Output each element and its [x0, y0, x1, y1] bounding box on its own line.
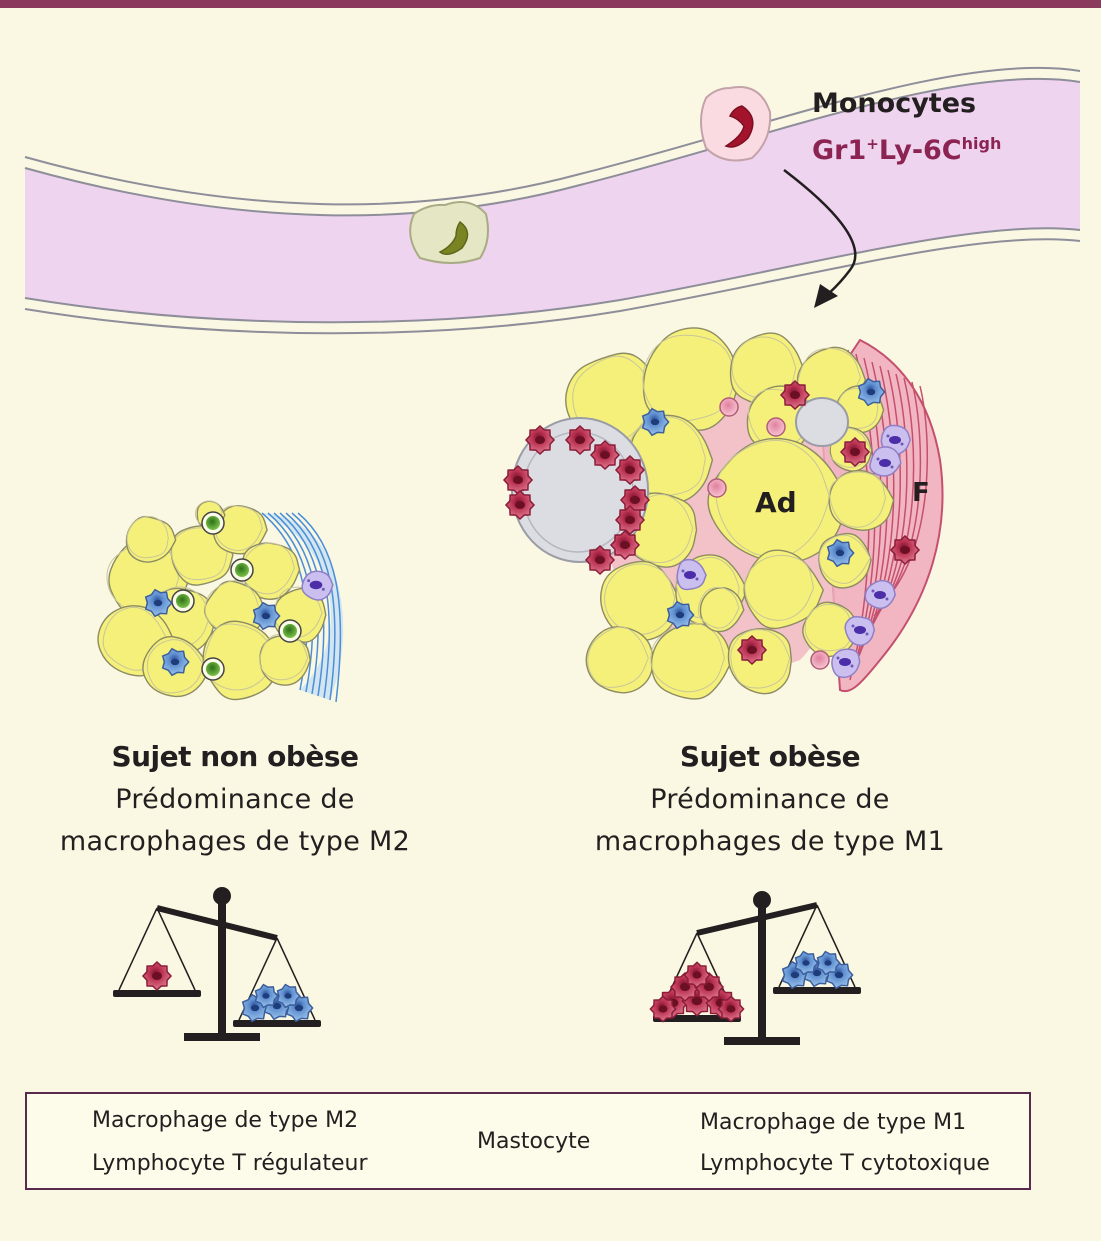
cytotoxic-lymphocyte-icon: [766, 417, 786, 437]
marker-sup: high: [961, 134, 1002, 153]
caption-right-title: Sujet obèse: [679, 740, 861, 773]
legend-item-mast: Mastocyte: [477, 1129, 590, 1154]
arrow-head: [814, 284, 838, 308]
legend-label-treg: Lymphocyte T régulateur: [92, 1151, 368, 1176]
legend-label-tcyto: Lymphocyte T cytotoxique: [700, 1151, 990, 1176]
cytotoxic-lymphocyte-icon: [719, 397, 739, 417]
monocyte-icon: [409, 201, 489, 264]
monocyte-marker-label: Gr1+Ly-6Chigh: [812, 134, 1001, 166]
blood-vessel: [24, 66, 1081, 335]
adipocyte-shape: [125, 515, 177, 563]
marker-mid: Ly-6C: [878, 135, 962, 166]
legend-label-m2: Macrophage de type M2: [92, 1108, 359, 1133]
legend-item-tcyto: Lymphocyte T cytotoxique: [700, 1151, 990, 1176]
legend-label-mast: Mastocyte: [477, 1129, 591, 1154]
caption-right-line1: Prédominance de: [650, 784, 890, 815]
obese-adipose-tissue: [502, 327, 944, 700]
marker-prefix: Gr1: [812, 135, 867, 166]
dying-adipocyte: [795, 397, 849, 447]
adipocyte-shape: [802, 601, 859, 658]
lean-adipose-tissue: [97, 500, 344, 703]
adipocyte-shape: [699, 587, 745, 633]
legend-item-treg: Lymphocyte T régulateur: [92, 1151, 368, 1176]
marker-prefix-sup: +: [866, 135, 879, 153]
adipocyte-shape: [585, 626, 655, 694]
cytotoxic-lymphocyte-icon: [810, 650, 830, 670]
balance-scale-right: [649, 891, 861, 1045]
monocytes-label: Monocytes: [812, 88, 977, 119]
monocyte-icon: [700, 86, 772, 162]
adipocyte-shape: [600, 560, 681, 642]
balance-scale-left: [113, 887, 321, 1041]
legend: [25, 1092, 1031, 1190]
legend-item-m2: Macrophage de type M2: [92, 1108, 358, 1133]
adipocyte-shape: [650, 622, 733, 700]
legend-item-m1: Macrophage de type M1: [700, 1110, 966, 1135]
caption-right-line2: macrophages de type M1: [594, 826, 946, 857]
cytotoxic-lymphocyte-icon: [707, 478, 727, 498]
adipocyte-shape: [828, 469, 895, 531]
top-bar: [0, 0, 1101, 8]
fibrosis-label: F: [912, 478, 930, 508]
caption-left-title: Sujet non obèse: [111, 740, 359, 773]
adipocyte-label: Ad: [755, 486, 797, 519]
caption-left-line2: macrophages de type M2: [59, 826, 411, 857]
legend-label-m1: Macrophage de type M1: [700, 1110, 967, 1135]
caption-left-line1: Prédominance de: [115, 784, 355, 815]
migration-arrow: [783, 169, 857, 297]
